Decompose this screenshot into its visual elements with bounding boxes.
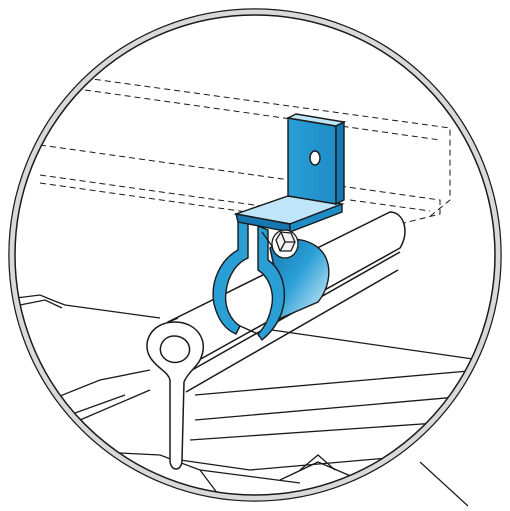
magnifier-ring [8, 8, 502, 502]
leader-line [419, 461, 469, 507]
l-bracket [233, 113, 347, 234]
clamp-jaw [212, 212, 286, 342]
dashed-purlin [39, 77, 451, 225]
bolt [261, 229, 299, 259]
